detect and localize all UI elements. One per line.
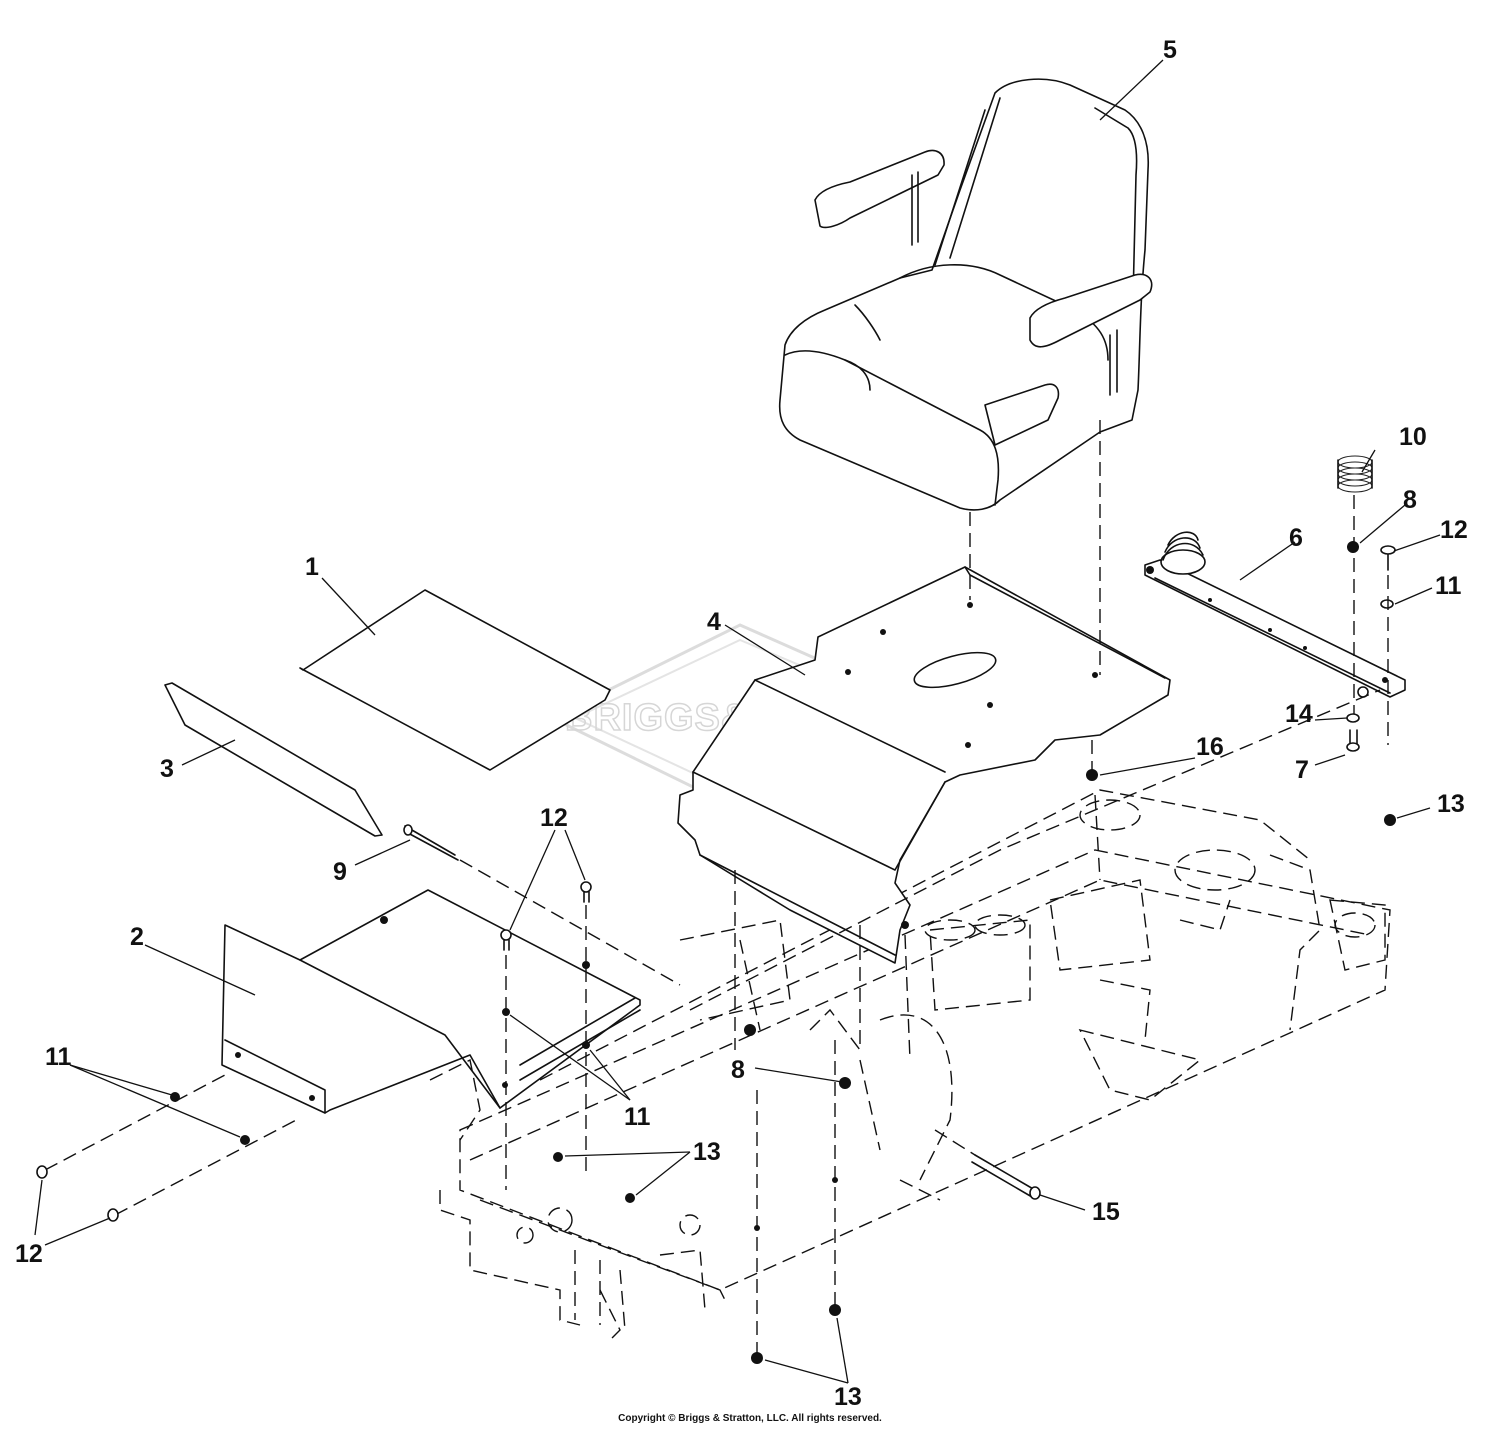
callout-13-bottom: 13	[834, 1383, 862, 1411]
callout-9: 9	[333, 858, 347, 886]
leader-lines	[34, 59, 1441, 1384]
callout-11-left: 11	[45, 1043, 72, 1071]
part-10-spring	[1337, 455, 1373, 493]
callout-16: 16	[1196, 733, 1224, 761]
callout-10: 10	[1399, 423, 1427, 451]
callout-5: 5	[1163, 36, 1177, 64]
callout-3: 3	[160, 755, 174, 783]
callout-6: 6	[1289, 524, 1303, 552]
callout-11-right: 11	[1435, 572, 1462, 600]
callout-12-center: 12	[540, 804, 568, 832]
callout-14: 14	[1285, 700, 1313, 728]
fastener-hardware	[36, 689, 1381, 1364]
callout-4: 4	[707, 608, 721, 636]
part-2-foot-pan	[221, 889, 641, 1114]
callout-labels: 1 2 3 4 5 6 7 8 8 9 10 11 11 11 12 12 12…	[15, 36, 1468, 1411]
part-6-spring-bracket	[1144, 531, 1406, 698]
callout-12-left: 12	[15, 1240, 43, 1268]
callout-8-upper: 8	[1403, 486, 1417, 514]
callout-8-lower: 8	[731, 1056, 745, 1084]
callout-7: 7	[1295, 756, 1309, 784]
callout-13-center: 13	[693, 1138, 721, 1166]
part-5-seat	[778, 78, 1153, 675]
mower-frame	[429, 789, 1391, 1341]
callout-12-right: 12	[1440, 516, 1468, 544]
copyright-notice: Copyright © Briggs & Stratton, LLC. All …	[618, 1413, 882, 1424]
callout-1: 1	[305, 553, 319, 581]
callout-2: 2	[130, 923, 144, 951]
part-9-pin	[403, 824, 681, 986]
part-4-seat-pan	[677, 566, 1171, 1061]
callout-15: 15	[1092, 1198, 1120, 1226]
part-3-panel	[164, 682, 383, 837]
callout-13-right: 13	[1437, 790, 1465, 818]
right-hardware-stack	[1086, 495, 1396, 826]
part-1-floor-mat	[299, 589, 611, 771]
callout-11-center: 11	[624, 1103, 651, 1131]
